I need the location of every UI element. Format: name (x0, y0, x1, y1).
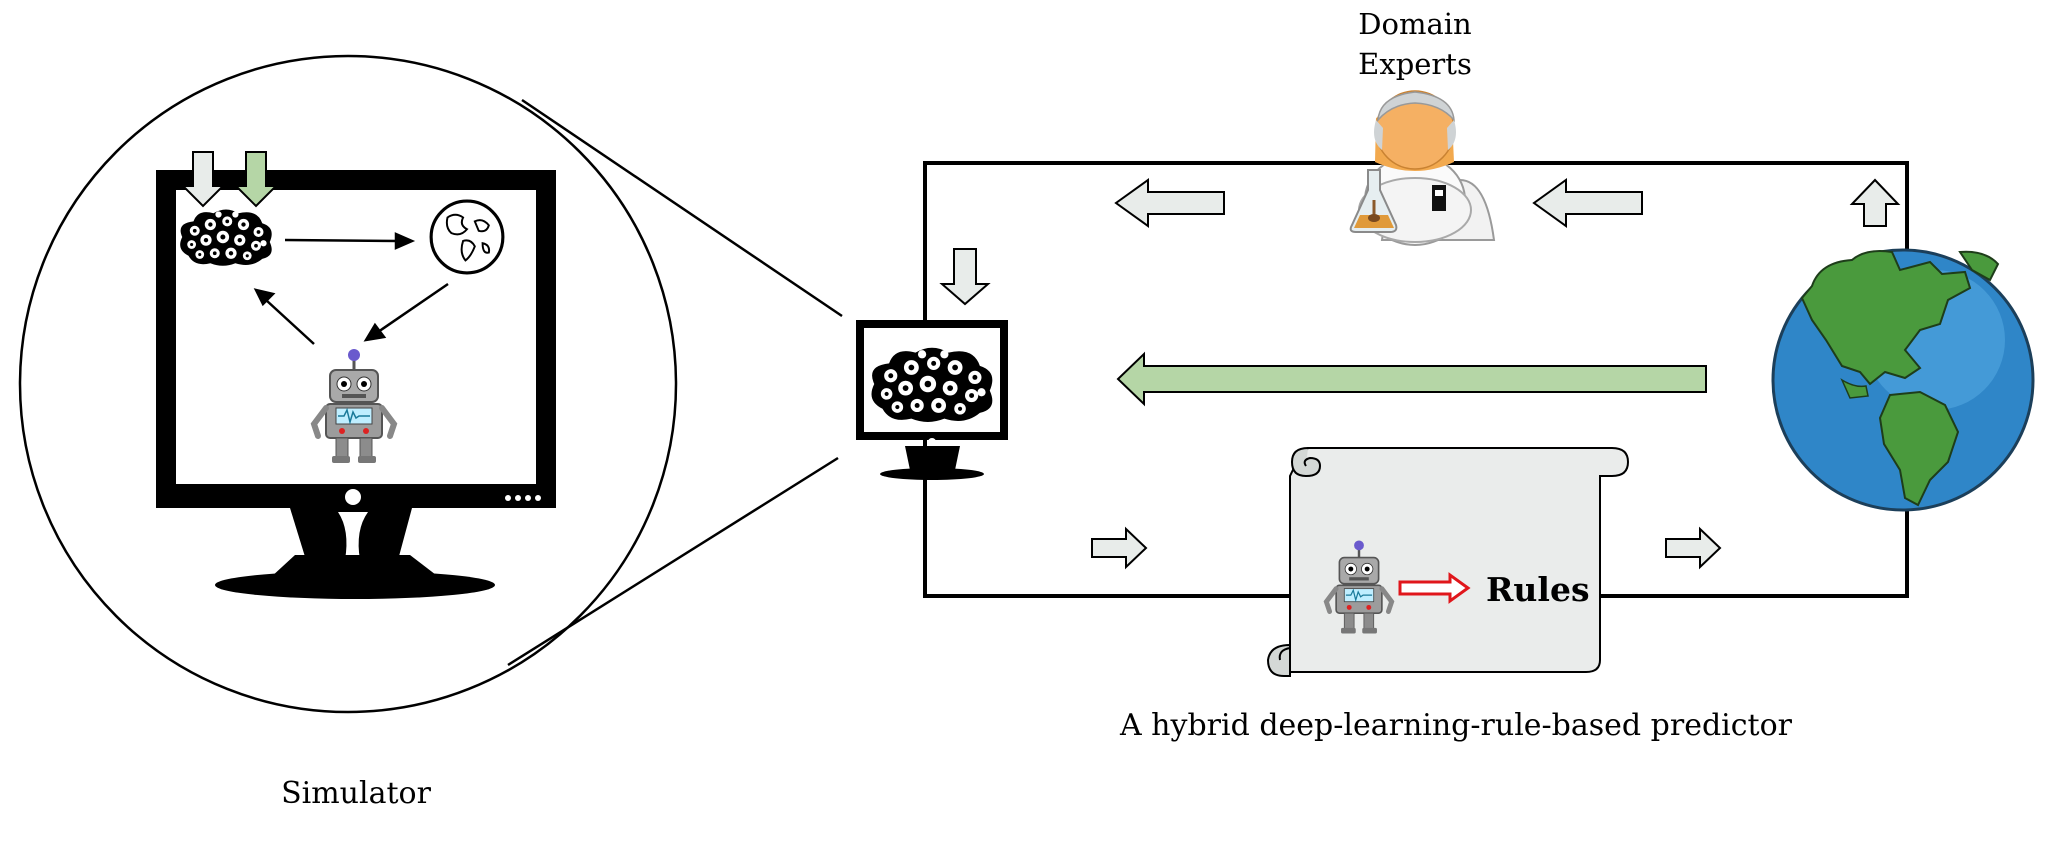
zoom-line-bottom (507, 456, 839, 667)
feedback-arrow-left-2 (1532, 178, 1643, 228)
simulator-zoom-circle (18, 54, 678, 714)
scientist-icon (1349, 90, 1496, 246)
globe-icon (429, 199, 505, 275)
rules-red-arrow (1398, 572, 1471, 604)
input-arrow-green (233, 151, 279, 208)
domain-experts-label-line1: Domain (1358, 7, 1471, 41)
predictor-loop: Domain Experts Rules A hybrid deep-learn… (856, 7, 2035, 743)
rules-label: Rules (1486, 570, 1590, 609)
feedback-arrow-up (1849, 178, 1901, 227)
predictor-caption: A hybrid deep-learning-rule-based predic… (1119, 708, 1793, 743)
input-arrow-grey (180, 151, 226, 208)
flow-arrow-right-1 (1091, 526, 1148, 570)
flow-arrow-right-2 (1665, 526, 1722, 570)
feedback-arrow-left-1 (1114, 178, 1225, 228)
feedback-arrow-down (939, 248, 991, 306)
zoom-line-top (521, 98, 843, 318)
data-arrow-green (1116, 351, 1707, 407)
scroll-icon (1266, 447, 1630, 677)
domain-experts-label-line2: Experts (1358, 47, 1472, 81)
earth-globe-icon (1771, 248, 2035, 512)
simulator-flow-arrows (253, 232, 449, 345)
simulator-caption: Simulator (281, 776, 432, 811)
simulator-zoom: Simulator (18, 54, 843, 811)
